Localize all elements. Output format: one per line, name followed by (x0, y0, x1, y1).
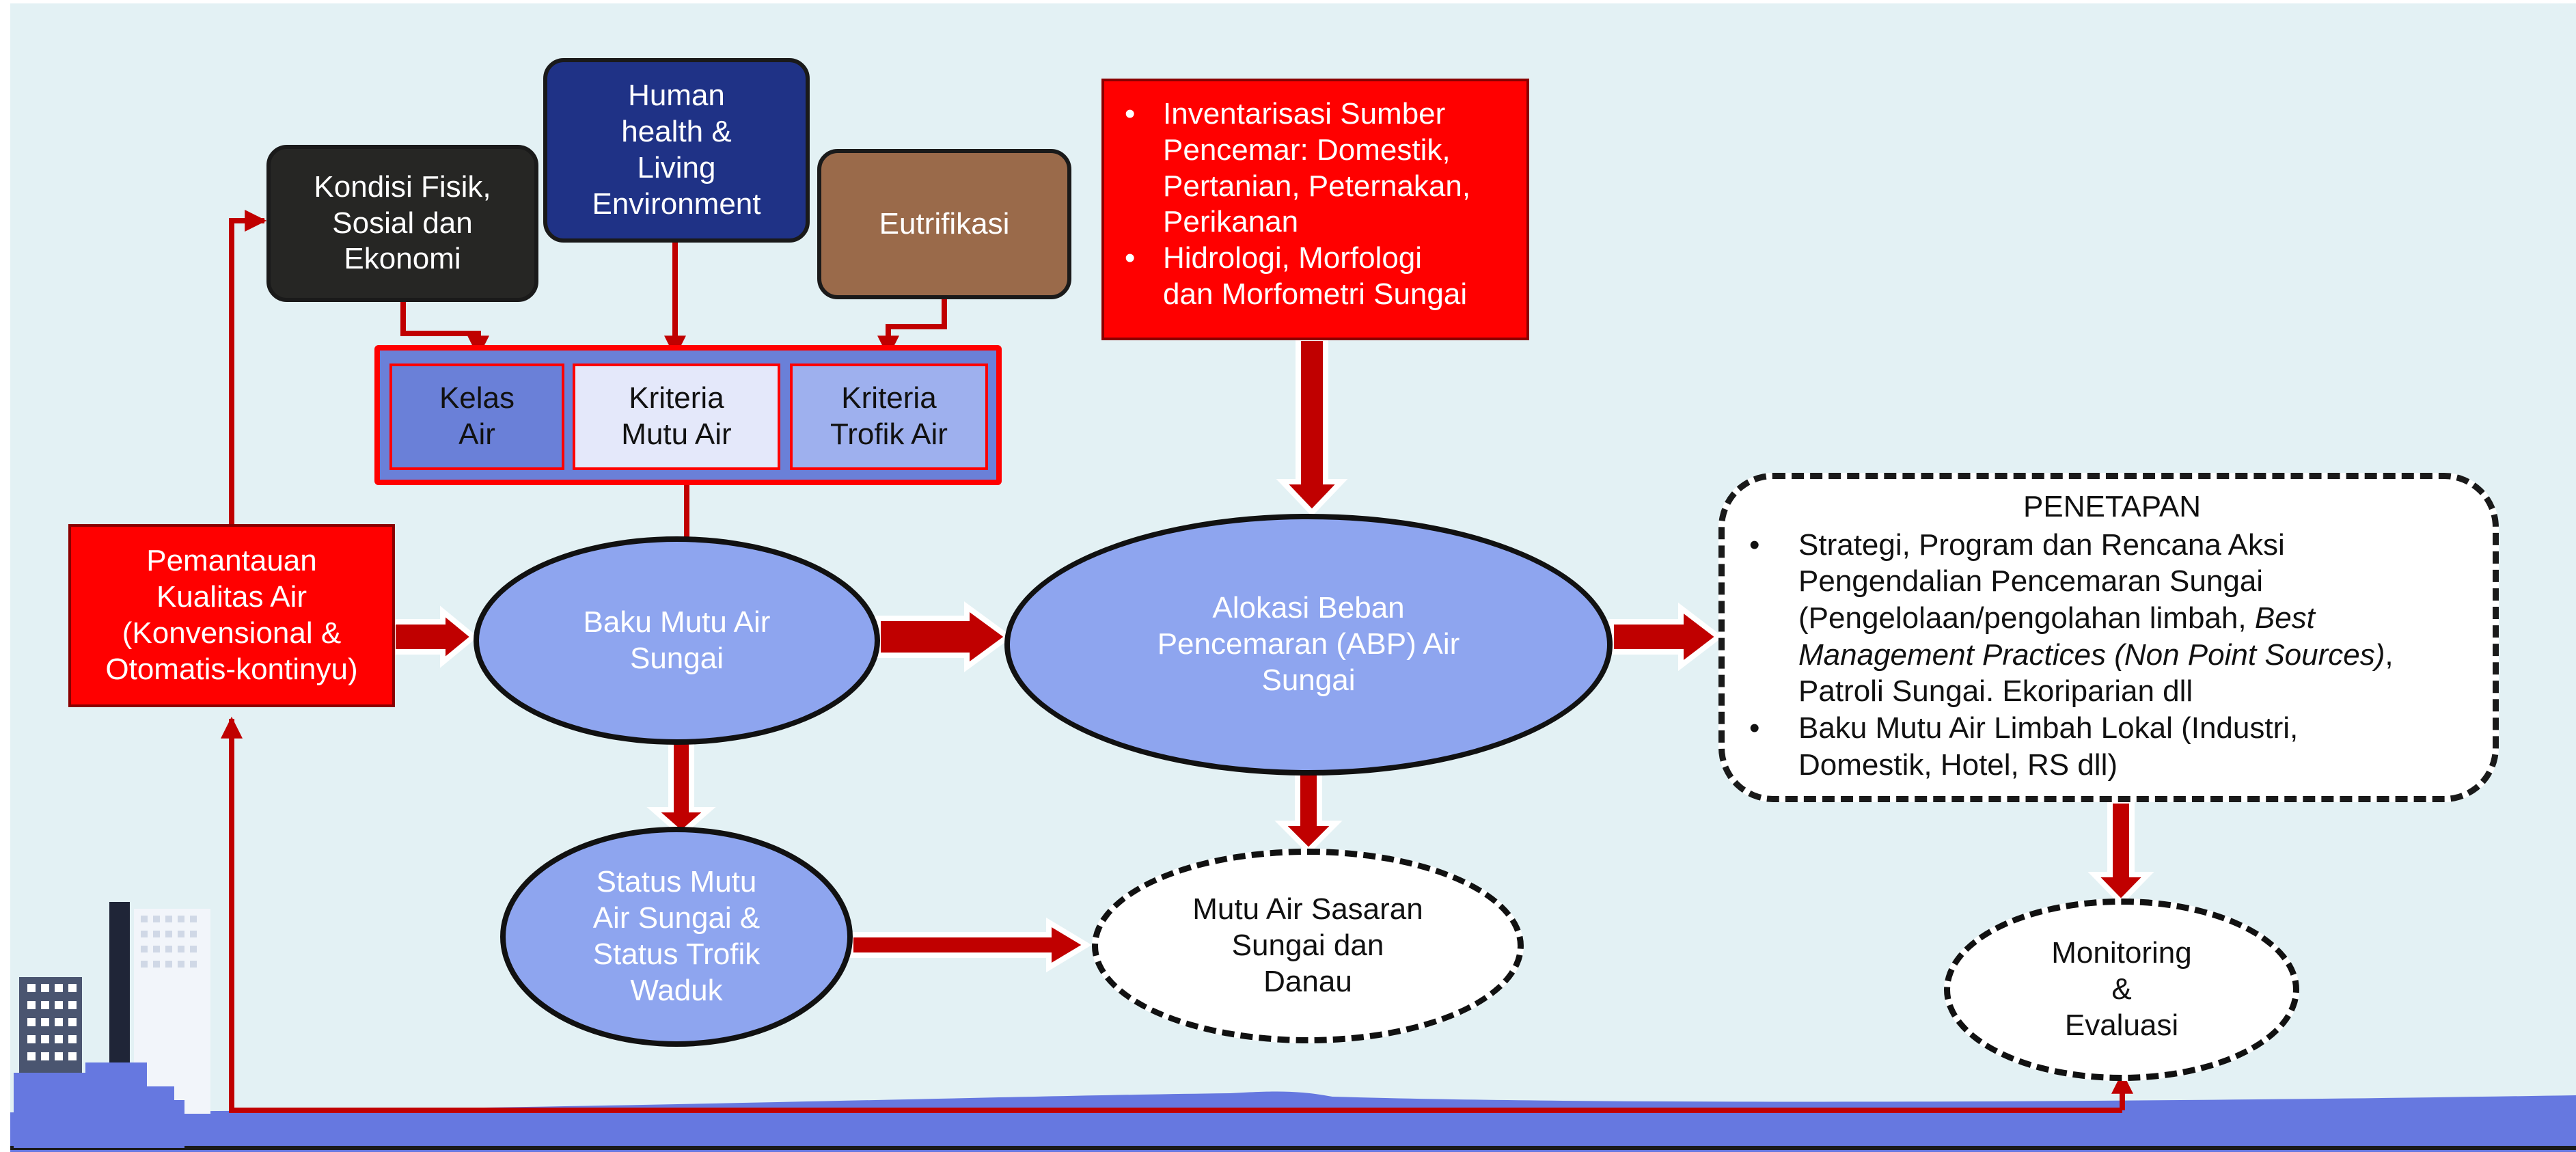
inventarisasi-list: Inventarisasi Sumber Pencemar: Domestik,… (1125, 96, 1470, 313)
arrow-baku-to-status (646, 739, 716, 838)
kondisi-fisik-box: Kondisi Fisik, Sosial dan Ekonomi (266, 145, 538, 302)
kriteria-trofik-air-label: Kriteria Trofik Air (830, 381, 948, 451)
penetapan-title: PENETAPAN (2023, 490, 2201, 523)
river-water (10, 1091, 2576, 1152)
penetapan-list: Strategi, Program dan Rencana Aksi Penge… (1749, 527, 2475, 784)
connector-monitoring-feedback (221, 716, 2122, 1113)
kriteria-mutu-air-box: Kriteria Mutu Air (573, 364, 780, 470)
mutu-air-sasaran-ellipse: Mutu Air Sasaran Sungai dan Danau (1092, 849, 1524, 1043)
connector-eutrifikasi-to-criteria (877, 295, 947, 358)
arrow-baku-to-alokasi (875, 601, 1013, 672)
arrow-pemantauan-to-baku (390, 605, 478, 668)
human-health-box: Human health & Living Environment (543, 58, 810, 243)
pemantauan-label: Pemantauan Kualitas Air (Konvensional & … (105, 544, 358, 686)
inventarisasi-box: Inventarisasi Sumber Pencemar: Domestik,… (1101, 79, 1529, 340)
kelas-air-label: Kelas Air (439, 381, 515, 451)
penetapan-box: PENETAPAN Strategi, Program dan Rencana … (1718, 473, 2499, 802)
mutu-air-sasaran-label: Mutu Air Sasaran Sungai dan Danau (1192, 892, 1423, 998)
monitoring-evaluasi-ellipse: Monitoring & Evaluasi (1944, 899, 2299, 1081)
city-buildings-icon (14, 902, 210, 1148)
eutrifikasi-box: Eutrifikasi (817, 149, 1071, 299)
eutrifikasi-label: Eutrifikasi (879, 206, 1010, 241)
connector-kondisi-to-criteria (400, 298, 489, 358)
kelas-air-box: Kelas Air (389, 364, 564, 470)
kriteria-mutu-air-label: Kriteria Mutu Air (621, 381, 732, 451)
arrow-inventarisasi-to-alokasi (1276, 335, 1348, 517)
inventarisasi-item: Hidrologi, Morfologi dan Morfometri Sung… (1125, 241, 1470, 313)
human-health-label: Human health & Living Environment (592, 79, 761, 221)
alokasi-beban-label: Alokasi Beban Pencemaran (ABP) Air Sunga… (1157, 591, 1460, 697)
kondisi-fisik-label: Kondisi Fisik, Sosial dan Ekonomi (314, 169, 491, 276)
penetapan-item: Baku Mutu Air Limbah Lokal (Industri, Do… (1749, 710, 2475, 783)
baku-mutu-air-sungai-ellipse: Baku Mutu Air Sungai (474, 536, 880, 745)
arrow-penetapan-to-monitoring (2087, 798, 2154, 906)
status-mutu-ellipse: Status Mutu Air Sungai & Status Trofik W… (500, 827, 853, 1047)
kriteria-trofik-air-box: Kriteria Trofik Air (790, 364, 988, 470)
arrow-alokasi-to-sasaran (1274, 769, 1343, 855)
status-mutu-label: Status Mutu Air Sungai & Status Trofik W… (592, 865, 761, 1007)
baku-mutu-air-sungai-label: Baku Mutu Air Sungai (583, 605, 771, 675)
arrow-status-to-sasaran (848, 917, 1092, 973)
alokasi-beban-ellipse: Alokasi Beban Pencemaran (ABP) Air Sunga… (1004, 514, 1613, 776)
connector-pemantauan-to-kondisi (229, 210, 267, 524)
arrow-alokasi-to-penetapan (1608, 602, 1723, 672)
penetapan-item: Strategi, Program dan Rencana Aksi Penge… (1749, 527, 2475, 710)
pemantauan-box: Pemantauan Kualitas Air (Konvensional & … (68, 524, 395, 707)
monitoring-evaluasi-label: Monitoring & Evaluasi (2051, 936, 2192, 1042)
inventarisasi-item: Inventarisasi Sumber Pencemar: Domestik,… (1125, 96, 1470, 241)
